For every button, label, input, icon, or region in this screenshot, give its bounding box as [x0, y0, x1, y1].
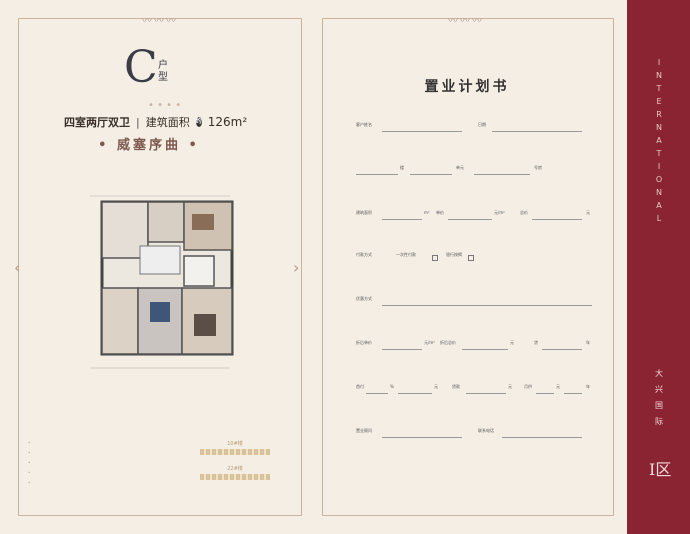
note-item: [28, 458, 188, 468]
monthly-payment-field[interactable]: [536, 393, 554, 394]
room-field[interactable]: [474, 174, 530, 175]
row-consultant: 置业顾问 联系电话: [356, 428, 596, 440]
row-discounted: 折后单价 元/m² 折后总价 元 贷 年: [356, 340, 596, 352]
prev-arrow-icon[interactable]: ‹: [14, 258, 21, 277]
area-field[interactable]: [382, 219, 422, 220]
note-item: [28, 448, 188, 458]
unit-field[interactable]: [410, 174, 452, 175]
row-discount: 优惠方式: [356, 296, 596, 308]
unit-price-field[interactable]: [448, 219, 492, 220]
district-name: 大兴国际: [655, 369, 663, 426]
loan-amount-field[interactable]: [466, 393, 506, 394]
row-payment: 付款方式 一次性付款 银行按揭: [356, 252, 596, 264]
loan-years-field[interactable]: [542, 349, 582, 350]
legend-bar-1: [200, 449, 270, 455]
floorplan-panel: [18, 18, 302, 516]
downpayment-amount-field[interactable]: [398, 393, 432, 394]
discount-field[interactable]: [382, 305, 592, 306]
date-field[interactable]: [492, 131, 582, 132]
feature-notes: [28, 438, 188, 488]
top-ornament-left: 〰〰〰: [142, 16, 178, 27]
phone-field[interactable]: [502, 437, 582, 438]
room-layout: 四室两厅双卫: [64, 116, 130, 129]
style-name: • 威塞序曲 •: [98, 138, 200, 153]
area-label: 建筑面积: [145, 116, 190, 129]
legend-bar-2: [200, 474, 270, 480]
mortgage-checkbox[interactable]: [468, 255, 474, 261]
discounted-unit-price-field[interactable]: [382, 349, 422, 350]
consultant-field[interactable]: [382, 437, 462, 438]
top-ornament-right: 〰〰〰: [448, 16, 484, 27]
divider-dots: • • • •: [148, 100, 182, 111]
note-item: [28, 478, 188, 488]
row-price: 建筑面积 m² 单价 元/m² 总价 元: [356, 210, 596, 222]
legend-label-2: 22#楼: [227, 466, 243, 472]
legend-label-1: 10#楼: [227, 441, 243, 447]
discounted-total-field[interactable]: [462, 349, 508, 350]
unit-type-suffix: 户型: [158, 60, 168, 83]
unit-spec-row: 四室两厅双卫 | 建筑面积 约 126m²: [64, 114, 248, 130]
next-arrow-icon[interactable]: ›: [293, 258, 300, 277]
zone-badge: I区: [649, 460, 672, 479]
term-field[interactable]: [564, 393, 582, 394]
floor-legend: 10#楼 22#楼: [200, 440, 270, 490]
building-field[interactable]: [356, 174, 398, 175]
downpayment-percent-field[interactable]: [366, 393, 388, 394]
spec-separator: |: [136, 115, 140, 129]
unit-type-letter: C: [124, 42, 158, 93]
note-item: [28, 468, 188, 478]
row-customer: 客户姓名 日期: [356, 122, 596, 134]
area-value: 126m²: [207, 115, 248, 129]
full-payment-checkbox[interactable]: [432, 255, 438, 261]
form-title: 置业计划书: [424, 79, 510, 95]
footer-disclaimer: [352, 472, 592, 481]
note-item: [28, 438, 188, 448]
floor-plan-illustration: [90, 195, 234, 369]
row-downpayment: 首付 % 元 贷款 元 月供 元 年: [356, 384, 596, 396]
purchase-plan-panel: [322, 18, 614, 516]
customer-name-field[interactable]: [382, 131, 462, 132]
area-icon: 约: [195, 117, 202, 127]
row-unit: 楼 单元 号房: [356, 165, 596, 177]
total-price-field[interactable]: [532, 219, 582, 220]
